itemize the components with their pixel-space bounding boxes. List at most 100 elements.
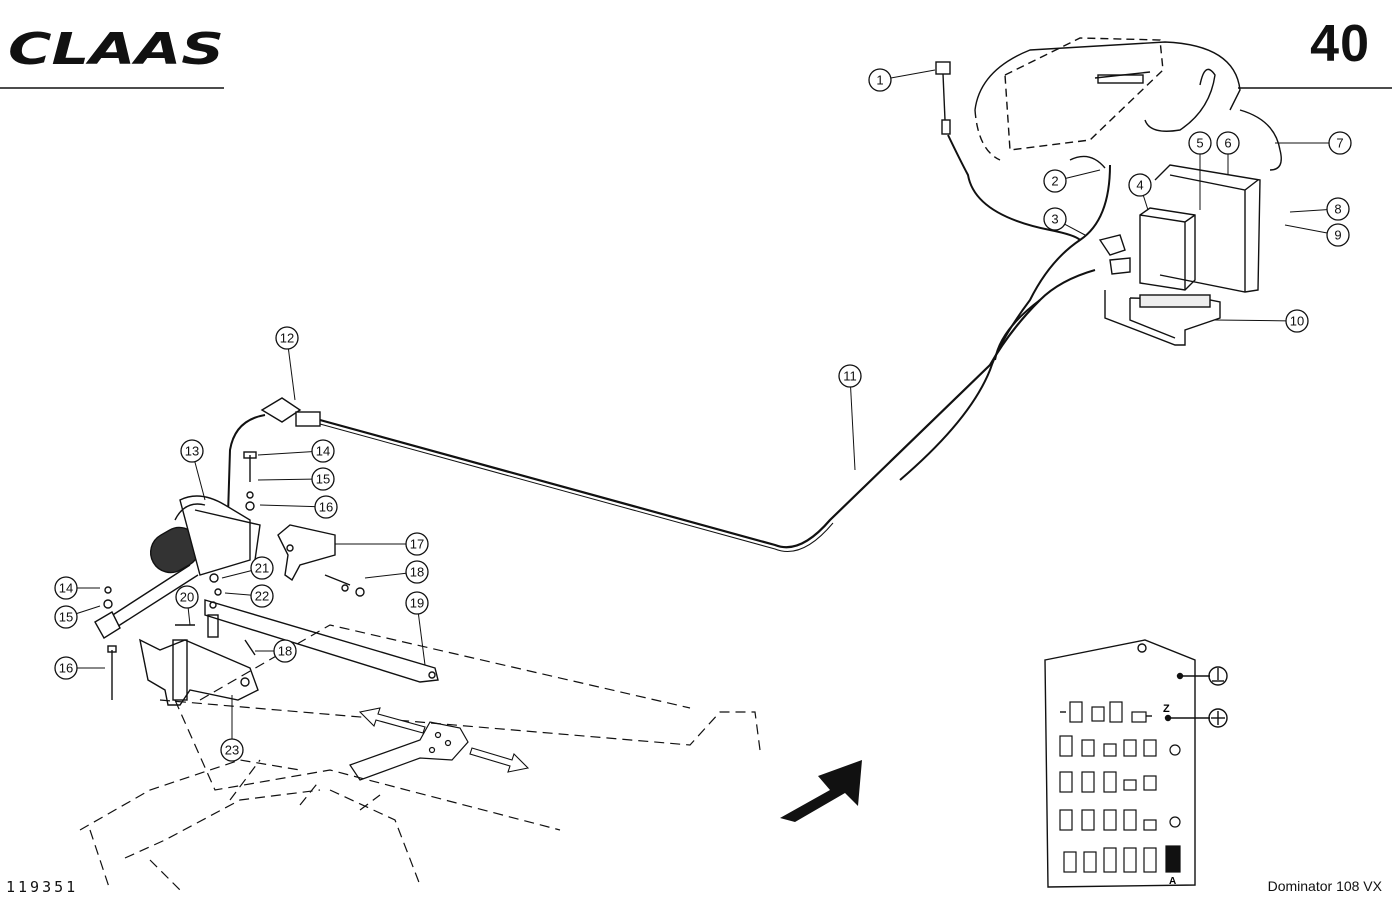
callout-circle xyxy=(273,639,297,663)
callout-circle xyxy=(175,585,199,609)
callout-circle xyxy=(1326,197,1350,221)
callout-number: 6 xyxy=(1224,136,1231,151)
callout-leader xyxy=(224,592,252,596)
callout-circle xyxy=(405,591,429,615)
callout-3: 3 xyxy=(1043,207,1086,236)
callout-leader xyxy=(1065,169,1101,179)
callout-circle xyxy=(275,326,299,350)
callout-number: 17 xyxy=(410,537,424,552)
callout-leader xyxy=(287,348,296,401)
callout-circle xyxy=(868,68,892,92)
callout-leader xyxy=(187,607,191,626)
callout-leader xyxy=(364,572,407,579)
callout-11: 11 xyxy=(838,364,862,471)
callout-leader xyxy=(417,613,426,666)
callout-15: 15 xyxy=(257,467,335,491)
callout-number: 23 xyxy=(225,743,239,758)
model-name: Dominator 108 VX xyxy=(1267,878,1382,894)
callout-circle xyxy=(54,605,78,629)
callout-17: 14 xyxy=(54,576,100,600)
frame-outline xyxy=(79,624,761,891)
callout-number: 11 xyxy=(843,369,857,384)
callout-leader xyxy=(1214,319,1287,322)
actuator-assembly xyxy=(94,495,261,639)
callout-23: 19 xyxy=(405,591,429,666)
callout-7: 7 xyxy=(1275,131,1352,155)
callout-number: 7 xyxy=(1336,136,1343,151)
callout-circle xyxy=(1285,309,1309,333)
callout-2: 2 xyxy=(1043,169,1101,193)
callout-20: 17 xyxy=(335,532,429,556)
callout-number: 9 xyxy=(1334,228,1341,243)
fuse-z-label: Z xyxy=(1163,703,1170,715)
callout-circle xyxy=(1043,169,1067,193)
callout-circle xyxy=(54,576,78,600)
callout-circle xyxy=(220,738,244,762)
callout-number: 14 xyxy=(316,444,330,459)
fuse-a-label: A xyxy=(1169,876,1176,887)
callout-circle xyxy=(54,656,78,680)
page-number: 40 xyxy=(1310,15,1370,73)
callout-circle xyxy=(1188,131,1212,155)
callout-number: 18 xyxy=(278,644,292,659)
drawing-number: 119351 xyxy=(6,878,79,896)
main-harness xyxy=(227,299,1041,553)
callout-circle xyxy=(311,439,335,463)
callout-number: 19 xyxy=(410,596,424,611)
callout-leader xyxy=(221,570,252,579)
callout-circle xyxy=(405,560,429,584)
callout-circle xyxy=(838,364,862,388)
linkage-parts xyxy=(103,451,439,706)
callout-leader xyxy=(259,504,316,508)
callout-4: 4 xyxy=(1128,173,1152,211)
callout-19: 16 xyxy=(54,656,105,680)
callout-number: 1 xyxy=(876,73,883,88)
callout-leader xyxy=(257,478,313,481)
callout-10: 10 xyxy=(1214,309,1309,333)
callout-number: 16 xyxy=(319,500,333,515)
callout-circle xyxy=(250,556,274,580)
callout-leader xyxy=(1142,195,1149,211)
callout-circle xyxy=(314,495,338,519)
callout-leader xyxy=(1064,223,1086,236)
callout-number: 13 xyxy=(185,444,199,459)
callout-number: 22 xyxy=(255,589,269,604)
callout-circle xyxy=(180,439,204,463)
callout-25: 21 xyxy=(221,556,274,580)
callout-leader xyxy=(257,451,313,456)
callout-12: 12 xyxy=(275,326,299,401)
callout-18: 15 xyxy=(54,605,101,629)
callout-6: 6 xyxy=(1216,131,1240,175)
callout-16: 16 xyxy=(259,495,338,519)
callout-number: 20 xyxy=(180,590,194,605)
callout-number: 3 xyxy=(1051,212,1058,227)
callout-circle xyxy=(1326,223,1350,247)
callout-leader xyxy=(76,605,101,615)
callout-leader xyxy=(1284,224,1328,234)
callout-number: 15 xyxy=(316,472,330,487)
callout-22: 18 xyxy=(255,639,297,663)
callout-circle xyxy=(250,584,274,608)
callout-5: 5 xyxy=(1188,131,1212,210)
callout-leader xyxy=(1289,209,1328,213)
direction-arrows xyxy=(358,707,530,773)
callout-number: 14 xyxy=(59,581,73,596)
fuse-box-panel xyxy=(1044,639,1228,888)
callout-number: 16 xyxy=(59,661,73,676)
callout-number: 10 xyxy=(1290,314,1304,329)
callout-number: 5 xyxy=(1196,136,1203,151)
callout-9: 9 xyxy=(1284,223,1350,247)
callout-number: 4 xyxy=(1136,178,1143,193)
callout-circle xyxy=(405,532,429,556)
callout-24: 20 xyxy=(175,585,199,626)
callout-14: 14 xyxy=(257,439,335,463)
callout-13: 13 xyxy=(180,439,206,501)
callout-26: 22 xyxy=(224,584,274,608)
callout-number: 2 xyxy=(1051,174,1058,189)
callout-circle xyxy=(311,467,335,491)
callout-number: 21 xyxy=(255,561,269,576)
callout-27: 23 xyxy=(220,695,244,762)
cab-assembly xyxy=(899,37,1282,481)
